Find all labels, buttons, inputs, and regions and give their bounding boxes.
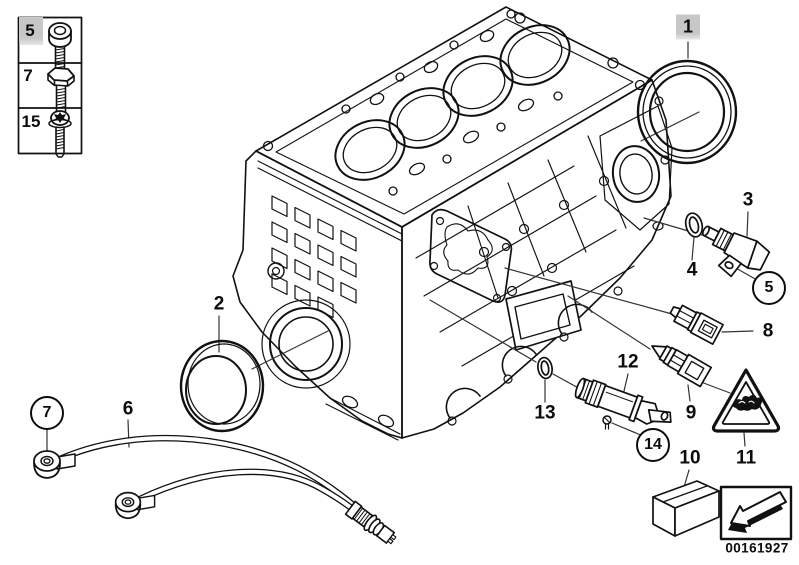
- return-arrow-icon: [728, 491, 787, 533]
- callout-1[interactable]: 1: [675, 14, 701, 40]
- solenoid-valve-drawing: [574, 377, 672, 425]
- warning-triangle-icon: [711, 368, 781, 433]
- legend-highlight-box: [19, 17, 43, 45]
- engine-block-drawing: [232, 6, 673, 441]
- earth-cables-drawing: [56, 434, 374, 525]
- cable-eyelet-icon: [114, 491, 156, 520]
- camshaft-position-sensor-drawing: [701, 225, 771, 278]
- callout-12[interactable]: 12: [617, 351, 639, 373]
- callout-10[interactable]: 10: [679, 447, 701, 469]
- front-crankshaft-seal-drawing: [179, 339, 265, 433]
- callout-7[interactable]: 7: [30, 396, 64, 430]
- callout-4[interactable]: 4: [686, 259, 698, 281]
- callout-14[interactable]: 14: [636, 428, 670, 462]
- screw-14-drawing: [602, 415, 612, 430]
- image-code-stamp: 00161927: [725, 540, 789, 556]
- torx-flange-bolt-icon: [48, 110, 72, 158]
- callout-8[interactable]: 8: [762, 320, 774, 342]
- cable-connector-drawing: [344, 500, 397, 545]
- callout-13[interactable]: 13: [534, 402, 556, 424]
- image-stamp-box: [719, 485, 793, 541]
- rear-crankshaft-seal-drawing: [636, 59, 738, 165]
- temperature-sensor-drawing: [651, 345, 713, 388]
- callout-11[interactable]: 11: [735, 447, 757, 469]
- o-ring-4-drawing: [684, 212, 704, 238]
- o-ring-13-drawing: [537, 356, 553, 380]
- socket-head-bolt-icon: [48, 22, 72, 75]
- callout-5[interactable]: 5: [752, 271, 786, 305]
- callout-9[interactable]: 9: [685, 402, 697, 424]
- legend-number-5[interactable]: 5: [25, 21, 35, 40]
- callout-6[interactable]: 6: [122, 398, 134, 420]
- sealing-compound-block-drawing: [652, 480, 720, 537]
- legend-number-7[interactable]: 7: [23, 66, 33, 85]
- legend-number-15[interactable]: 15: [21, 112, 41, 131]
- callout-2[interactable]: 2: [213, 293, 225, 315]
- cable-eyelet-icon: [33, 450, 76, 479]
- oil-pressure-switch-drawing: [669, 304, 724, 345]
- fastener-legend-table: [17, 16, 83, 155]
- callout-3[interactable]: 3: [742, 189, 754, 211]
